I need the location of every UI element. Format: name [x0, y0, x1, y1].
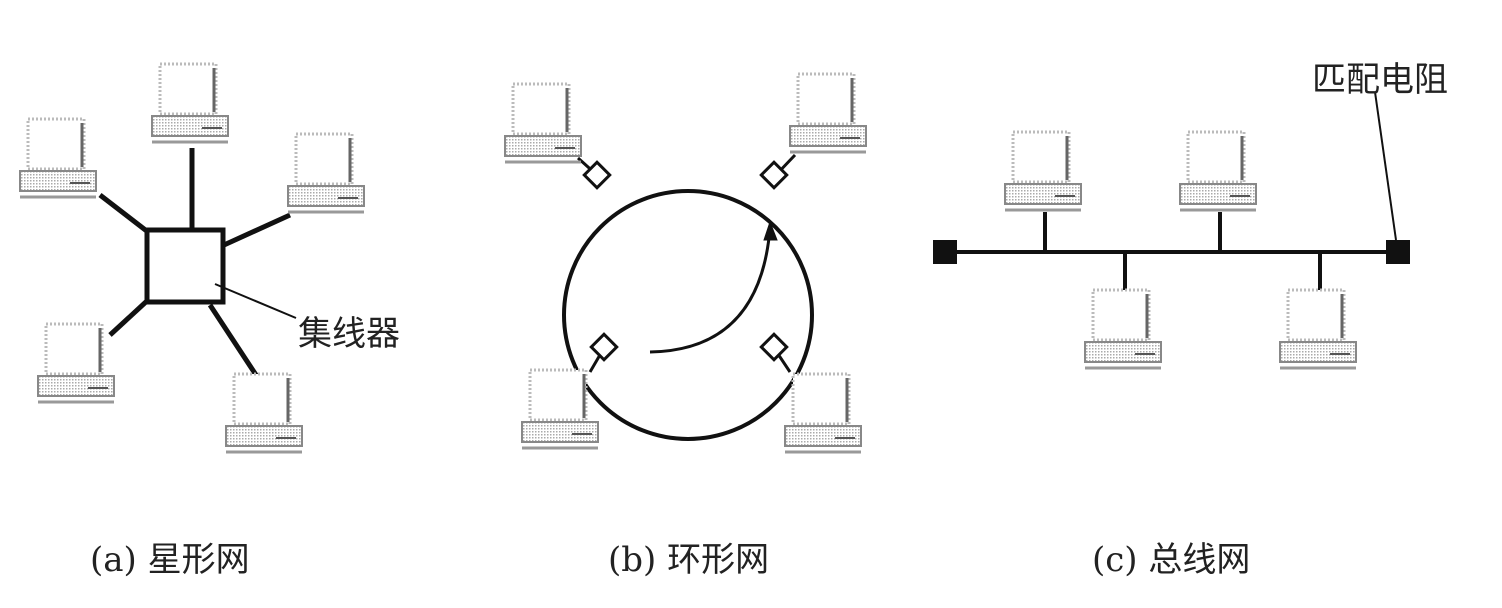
computer-icon — [1083, 288, 1163, 370]
computer-icon — [1178, 130, 1258, 212]
computer-icon — [224, 372, 304, 454]
computer-icon — [783, 372, 863, 454]
computer-icon — [18, 117, 98, 199]
hub — [144, 227, 226, 305]
computer-icon — [503, 82, 583, 164]
terminator — [933, 240, 957, 264]
computer-icon — [1003, 130, 1083, 212]
computer-icon — [286, 132, 366, 214]
computer-icon — [36, 322, 116, 404]
computer-icon — [1278, 288, 1358, 370]
star-network — [98, 148, 297, 380]
ring-network — [562, 153, 814, 441]
computer-icon — [150, 62, 230, 144]
caption-ring: (b) 环形网 — [608, 540, 770, 580]
computer-icon — [788, 72, 868, 154]
terminator-label: 匹配电阻 — [1312, 60, 1448, 100]
caption-star: (a) 星形网 — [90, 540, 250, 580]
computer-icon — [520, 368, 600, 450]
terminator — [1386, 240, 1410, 264]
caption-bus: (c) 总线网 — [1092, 540, 1251, 580]
bus-network — [933, 91, 1410, 292]
direction-arrow — [649, 227, 772, 354]
hub-label: 集线器 — [298, 314, 400, 354]
